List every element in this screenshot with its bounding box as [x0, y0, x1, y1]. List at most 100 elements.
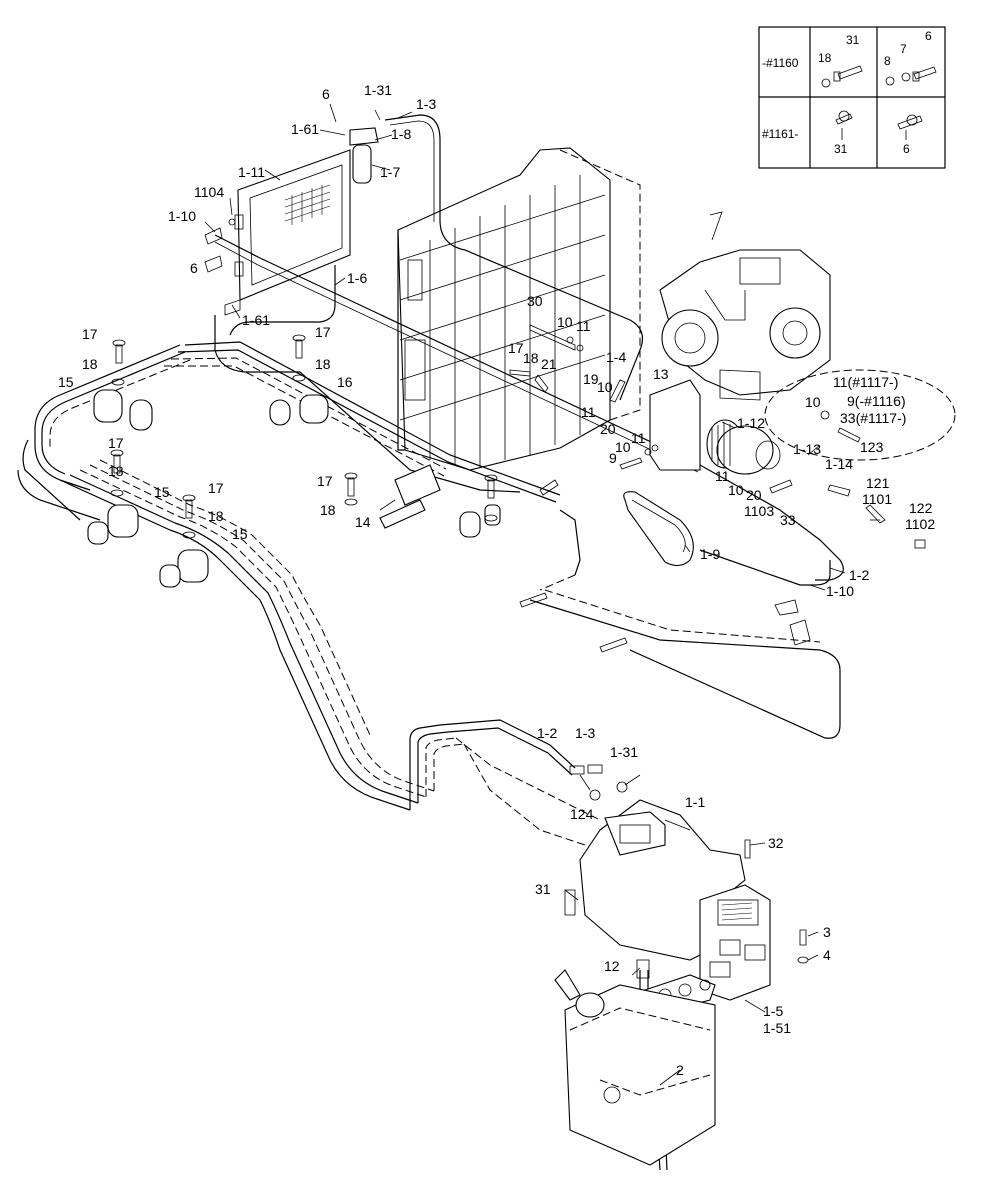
callout-15-a: 15: [58, 374, 74, 390]
callout-20-b: 20: [746, 487, 762, 503]
callout-1-10-right: 1-10: [826, 583, 854, 599]
callout-17-c: 17: [508, 340, 524, 356]
inset-range-2: #1161-: [762, 127, 798, 141]
callout-33-1117: 33(#1117-): [840, 410, 906, 426]
callout-2: 2: [676, 1062, 684, 1078]
callout-30: 30: [527, 293, 543, 309]
inset-row1-right-part-1: 8: [884, 54, 891, 68]
callout-11-d: 11: [715, 468, 730, 484]
callout-123: 123: [860, 439, 884, 455]
callout-11-c: 11: [631, 430, 646, 446]
callout-11-b: 11: [581, 404, 596, 420]
radiator-block-drawing: [397, 147, 641, 471]
callout-1-1: 1-1: [685, 794, 705, 810]
drive-belt-drawing: [623, 491, 694, 567]
callout-18-f: 18: [320, 502, 336, 518]
callout-17-d: 17: [108, 435, 124, 451]
callout-18-b: 18: [315, 356, 331, 372]
callout-10-a: 10: [557, 314, 573, 330]
callout-15-b: 15: [154, 484, 170, 500]
receiver-drier-drawing: [349, 127, 379, 184]
callout-19: 19: [583, 371, 599, 387]
callout-18-c: 18: [523, 350, 539, 366]
leader-lines: [204, 103, 880, 1086]
callout-17-b: 17: [315, 324, 331, 340]
callout-17-f: 17: [317, 473, 333, 489]
callout-10-d: 10: [615, 439, 631, 455]
pipe-clamps: [87, 389, 501, 588]
callout-1-2-right: 1-2: [849, 567, 869, 583]
inset-bolt-drawing: [821, 65, 937, 140]
callout-10-b: 10: [597, 379, 613, 395]
condenser-drawing: [234, 149, 351, 301]
callout-11-1117: 11(#1117-): [833, 374, 898, 390]
callout-20-a: 20: [600, 421, 616, 437]
callout-17-a: 17: [82, 326, 98, 342]
callout-1-4: 1-4: [606, 349, 626, 365]
callout-1-8: 1-8: [391, 126, 411, 142]
callout-1-11: 1-11: [238, 164, 265, 180]
callout-1-12: 1-12: [737, 415, 765, 431]
callout-32: 32: [768, 835, 784, 851]
callout-1103: 1103: [744, 503, 774, 519]
callout-1-5: 1-5: [763, 1003, 783, 1019]
callout-1-61-top: 1-61: [291, 121, 319, 137]
callout-33: 33: [780, 512, 796, 528]
compressor-detail-ellipse: [764, 369, 956, 461]
callout-1-2-bottom: 1-2: [537, 725, 557, 741]
callout-1-31-top: 1-31: [364, 82, 392, 98]
callout-15-c: 15: [232, 526, 248, 542]
callout-1-7: 1-7: [380, 164, 400, 180]
inset-row1-right-part-3: 6: [925, 29, 932, 43]
callout-21: 21: [541, 356, 557, 372]
callout-3: 3: [823, 924, 831, 940]
callout-9: 9: [609, 450, 617, 466]
callout-1-13: 1-13: [793, 441, 821, 457]
fasteners-drawing: [110, 218, 926, 979]
callout-6-top: 6: [322, 86, 330, 102]
inset-row1-left-part-2: 31: [846, 33, 860, 47]
compressor-drawing: [649, 379, 781, 475]
callout-16: 16: [337, 374, 353, 390]
callout-1102: 1102: [905, 516, 935, 532]
callout-122: 122: [909, 500, 933, 516]
callout-6-left: 6: [190, 260, 198, 276]
inset-row2-left-part-1: 31: [834, 142, 848, 156]
blower-unit-drawing: [579, 799, 771, 1013]
callout-1-14: 1-14: [825, 456, 853, 472]
callout-12: 12: [604, 958, 620, 974]
callout-labels: 6 1-31 1-3 1-61 1-8 1-7 1-11 1104 1-10 6…: [58, 82, 935, 1078]
inset-range-1: -#1160: [762, 56, 799, 70]
callout-1-31-bottom: 1-31: [610, 744, 638, 760]
callout-1-51: 1-51: [763, 1020, 791, 1036]
callout-10-e: 10: [728, 482, 744, 498]
callout-1-10-top: 1-10: [168, 208, 196, 224]
inset-row1-left-part-1: 18: [818, 51, 832, 65]
callout-18-a: 18: [82, 356, 98, 372]
callout-1-3-bottom: 1-3: [575, 725, 595, 741]
inset-row2-right-part-1: 6: [903, 142, 910, 156]
callout-18-e: 18: [208, 508, 224, 524]
callout-17-e: 17: [208, 480, 224, 496]
inset-row1-right-part-2: 7: [900, 42, 907, 56]
callout-31: 31: [535, 881, 551, 897]
callout-1104: 1104: [194, 184, 224, 200]
callout-121: 121: [866, 475, 890, 491]
callout-4: 4: [823, 947, 831, 963]
callout-1-9: 1-9: [700, 546, 720, 562]
callout-9-1116: 9(-#1116): [847, 393, 906, 409]
callout-13: 13: [653, 366, 669, 382]
callout-14: 14: [355, 514, 371, 530]
callout-1-3-top: 1-3: [416, 96, 436, 112]
callout-18-d: 18: [108, 463, 124, 479]
callout-1-61-bottom: 1-61: [242, 312, 270, 328]
callout-124: 124: [570, 806, 594, 822]
callout-10-c: 10: [805, 394, 821, 410]
tank-drawing: [554, 969, 716, 1166]
engine-drawing: [659, 211, 831, 401]
inset-table: -#1160 #1161- 18 31 8 7 6 31 6: [758, 26, 946, 169]
callout-1101: 1101: [862, 491, 892, 507]
callout-11-a: 11: [576, 318, 591, 334]
callout-1-6: 1-6: [347, 270, 367, 286]
